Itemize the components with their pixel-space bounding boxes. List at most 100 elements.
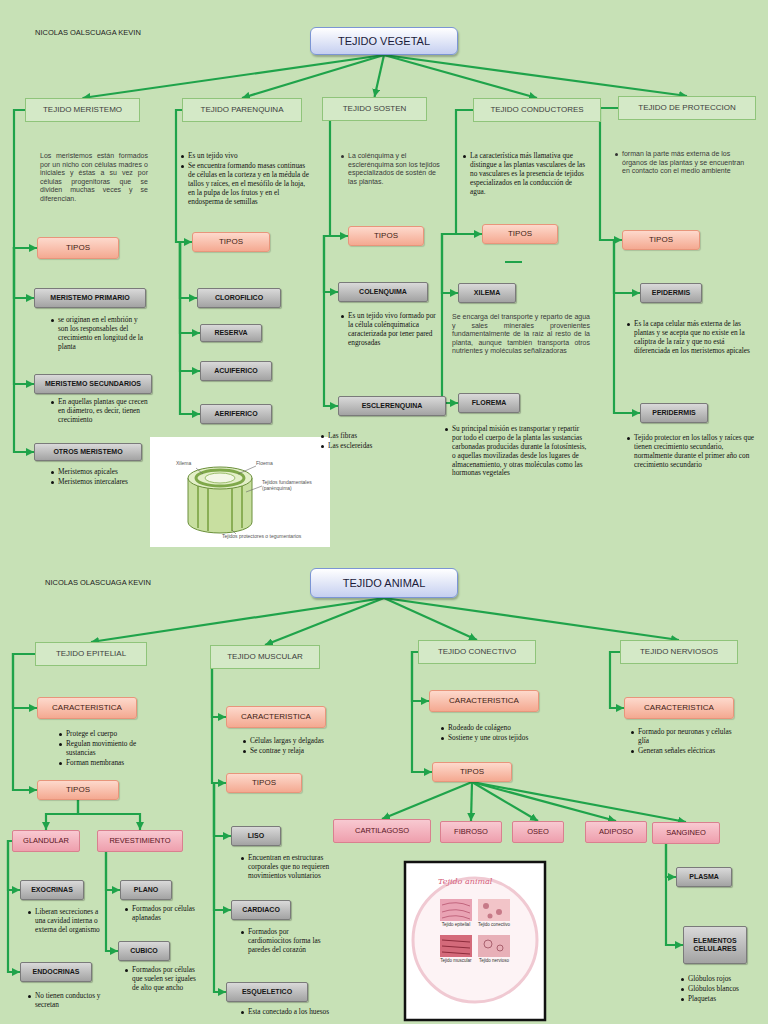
bullet-text: Células largas y delgadas bbox=[242, 737, 332, 746]
bullet-text: Plaquetas bbox=[680, 995, 755, 1004]
subtype-box: ADIPOSO bbox=[585, 821, 647, 843]
type-box: CLOROFILICO bbox=[197, 288, 281, 308]
bullet-text: Forman membranas bbox=[58, 759, 158, 768]
type-box: OTROS MERISTEMO bbox=[34, 443, 142, 461]
node-text: AERIFERICO bbox=[214, 410, 257, 418]
node-text: CARACTERISTICA bbox=[52, 703, 122, 712]
bullet-text: Rodeado de colágeno bbox=[440, 724, 540, 733]
category-box: CARACTERISTICA bbox=[226, 706, 326, 728]
connector-arrow bbox=[471, 782, 472, 821]
bullet-text: forman la parte más externa de los órgan… bbox=[614, 150, 750, 176]
image-label: Tejido muscular bbox=[436, 959, 476, 964]
type-box: FLOREMA bbox=[458, 393, 520, 413]
connector-arrow bbox=[384, 55, 537, 98]
bullet-text: Protege el cuerpo bbox=[58, 730, 158, 739]
connector-arrow bbox=[214, 783, 226, 992]
node-text: TEJIDO MERISTEMO bbox=[43, 105, 122, 114]
connector-arrow bbox=[13, 654, 37, 790]
connector-arrow bbox=[472, 782, 686, 822]
image-label: Tejido epitelial bbox=[436, 923, 476, 928]
bullet-text: Se contrae y relaja bbox=[242, 747, 332, 756]
node-text: ESQUELETICO bbox=[242, 988, 292, 996]
tissue-texture bbox=[497, 945, 503, 951]
tissue-texture bbox=[442, 940, 470, 954]
node-text: XILEMA bbox=[474, 289, 500, 297]
category-box: CARACTERISTICA bbox=[624, 697, 734, 719]
connector-arrow bbox=[214, 783, 231, 910]
tissue-thumb bbox=[440, 935, 472, 957]
node-text: FIBROSO bbox=[454, 828, 488, 837]
section-box: TEJIDO PARENQUINA bbox=[182, 98, 302, 122]
section-box: TEJIDO MERISTEMO bbox=[25, 98, 140, 122]
bullet-text: Tejido protector en los tallos y raíces … bbox=[626, 434, 758, 470]
section-box: TEJIDO NERVIOSOS bbox=[620, 640, 738, 664]
type-box: EPIDERMIS bbox=[640, 283, 702, 303]
image-label: Tejido animal bbox=[438, 877, 514, 887]
node-text: MERISTEMO SECUNDARIOS bbox=[45, 380, 141, 388]
section-box: TEJIDO MUSCULAR bbox=[210, 645, 320, 669]
node-text: CARACTERISTICA bbox=[449, 696, 519, 705]
image-label: Tejidos fundamentales (parénquima) bbox=[262, 480, 324, 491]
bullet-text: Meristemos intercalares bbox=[50, 478, 150, 487]
bullet-text: Sostiene y une otros tejidos bbox=[440, 734, 540, 743]
connector-arrow bbox=[83, 55, 385, 98]
section-box: TEJIDO EPITELIAL bbox=[35, 642, 147, 666]
type-box: MERISTEMO SECUNDARIOS bbox=[34, 374, 152, 394]
node-text: COLENQUIMA bbox=[359, 288, 407, 296]
connector-layer bbox=[8, 55, 687, 992]
bullet-text: Formados por células aplanadas bbox=[124, 905, 200, 923]
connector-arrow bbox=[265, 598, 384, 645]
bullet-text: Formado por neuronas y células glía bbox=[630, 728, 742, 746]
category-box: TIPOS bbox=[37, 780, 119, 800]
connector-arrow bbox=[600, 108, 622, 240]
image-label: Tejido conectivo bbox=[474, 923, 514, 928]
connector-arrow bbox=[106, 852, 120, 890]
bullet-text: La característica más llamativa que dist… bbox=[462, 152, 587, 196]
image-label: Floema bbox=[256, 461, 286, 467]
type-box: ENDOCRINAS bbox=[20, 962, 92, 982]
node-text: TEJIDO MUSCULAR bbox=[227, 652, 303, 661]
type-box: PERIDERMIS bbox=[640, 403, 708, 423]
node-text: TIPOS bbox=[66, 243, 90, 252]
connector-arrow bbox=[180, 242, 200, 414]
bullet-text: No tienen conductos y secretan bbox=[27, 992, 103, 1010]
subtype-box: FIBROSO bbox=[440, 821, 502, 843]
tissue-thumb bbox=[478, 899, 510, 921]
connector-arrow bbox=[242, 55, 384, 98]
pith bbox=[205, 473, 235, 483]
category-box: CARACTERISTICA bbox=[37, 697, 137, 719]
type-box: CUBICO bbox=[118, 941, 170, 961]
connector-arrow bbox=[382, 782, 472, 819]
node-text: REVESTIMIENTO bbox=[109, 837, 170, 846]
connector-arrow bbox=[472, 782, 616, 821]
connector-arrow bbox=[666, 844, 676, 877]
type-box: LISO bbox=[231, 826, 281, 846]
title-box: TEJIDO ANIMAL bbox=[310, 568, 458, 598]
node-text: TIPOS bbox=[219, 237, 243, 246]
tissue-texture bbox=[488, 914, 493, 919]
connector-arrow bbox=[8, 841, 20, 972]
type-box: CARDIACO bbox=[231, 900, 291, 920]
node-text: CLOROFILICO bbox=[215, 294, 263, 302]
description-text: Se encarga del transporte y reparto de a… bbox=[452, 313, 590, 356]
tissue-texture bbox=[483, 903, 489, 909]
stem-top bbox=[188, 467, 252, 489]
subtype-box: OSEO bbox=[512, 821, 564, 843]
bullet-text: Es la capa celular más externa de las pl… bbox=[626, 320, 758, 356]
connector-arrow bbox=[91, 598, 384, 642]
section-box: TEJIDO CONDUCTORES bbox=[473, 98, 601, 122]
tissue-thumb bbox=[440, 899, 472, 921]
type-box: MERISTEMO PRIMARIO bbox=[34, 288, 146, 308]
bullet-text: Se encuentra formando masas continuas de… bbox=[180, 162, 310, 206]
leader-line bbox=[246, 486, 262, 492]
node-text: TEJIDO CONECTIVO bbox=[438, 647, 516, 656]
node-text: TEJIDO DE PROTECCION bbox=[638, 103, 735, 112]
type-box: PLASMA bbox=[676, 867, 732, 887]
connector-arrow bbox=[330, 121, 348, 236]
stem-stripe bbox=[231, 488, 233, 531]
connector-arrow bbox=[412, 652, 432, 772]
subtype-box: GLANDULAR bbox=[12, 830, 80, 852]
connector-arrow bbox=[78, 800, 140, 830]
node-text: CARACTERISTICA bbox=[241, 712, 311, 721]
